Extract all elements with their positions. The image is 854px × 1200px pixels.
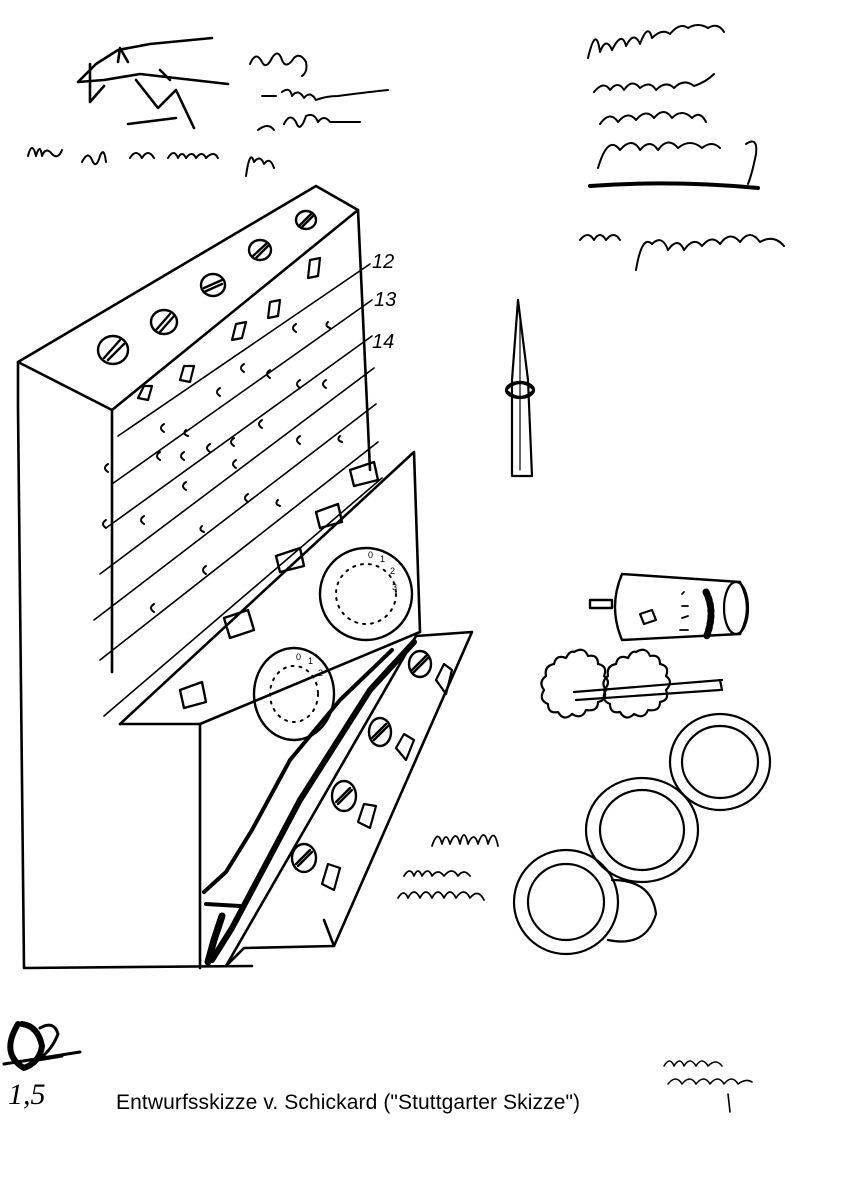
dial-digit: 2 bbox=[390, 566, 395, 576]
row-label: 13 bbox=[374, 289, 396, 311]
dial-digit: 2 bbox=[318, 668, 323, 678]
row-label: 12 bbox=[372, 251, 394, 273]
display-windows-lower bbox=[320, 662, 454, 892]
rod-markers bbox=[102, 321, 343, 613]
display-windows-middle bbox=[178, 460, 380, 710]
note-scribble-1 bbox=[27, 52, 389, 177]
dial-digit: 1 bbox=[308, 656, 313, 666]
dial-digit: 0 bbox=[296, 652, 301, 662]
dial-digit: 0 bbox=[368, 550, 373, 560]
arrow-doodle bbox=[76, 36, 230, 130]
lower-knobs bbox=[290, 649, 433, 874]
knob bbox=[247, 238, 273, 262]
knob bbox=[367, 716, 393, 748]
dial-digit: 3 bbox=[392, 582, 397, 592]
dial-large: 0 1 2 3 bbox=[318, 546, 414, 642]
calculating-machine: 12 13 14 0 1 2 3 0 1 2 bbox=[16, 184, 474, 970]
figure-caption: Entwurfsskizze v. Schickard ("Stuttgarte… bbox=[116, 1091, 581, 1114]
page-number: 1,5 bbox=[8, 1078, 46, 1111]
handwritten-notes-bottom-right bbox=[663, 1060, 753, 1113]
counting-drum bbox=[588, 572, 750, 642]
knob bbox=[294, 209, 318, 231]
top-knobs bbox=[96, 209, 318, 366]
handwritten-notes-top-left bbox=[27, 36, 389, 177]
knob bbox=[96, 334, 130, 366]
knob bbox=[199, 272, 227, 298]
knob bbox=[290, 842, 318, 874]
dial-small: 0 1 2 bbox=[252, 646, 336, 742]
knob bbox=[149, 308, 179, 336]
display-windows-upper bbox=[136, 256, 322, 402]
rod-lines bbox=[93, 263, 383, 717]
dial-digit: 1 bbox=[380, 554, 385, 564]
row-label: 14 bbox=[372, 331, 394, 353]
machine-housing bbox=[16, 184, 474, 970]
ink-shading bbox=[202, 639, 417, 966]
knob bbox=[330, 779, 358, 813]
ring-wheels bbox=[512, 712, 772, 956]
handwritten-notes-top-right bbox=[579, 24, 785, 271]
handwritten-notes-middle bbox=[397, 834, 499, 901]
gear-pair bbox=[540, 648, 724, 719]
page-number-mark: 1,5 bbox=[2, 1021, 82, 1111]
row-labels: 12 13 14 bbox=[372, 251, 396, 353]
knob bbox=[407, 649, 433, 679]
needle-part bbox=[504, 298, 536, 478]
